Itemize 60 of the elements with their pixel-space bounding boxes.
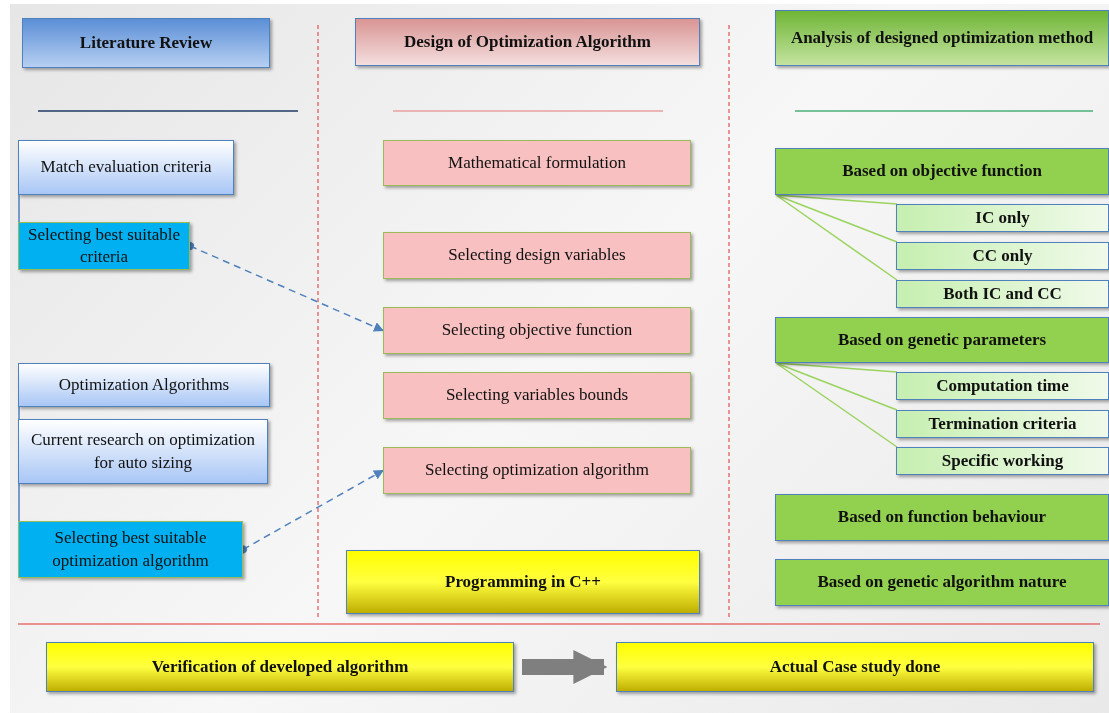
process-box xyxy=(616,642,1094,692)
connector-line xyxy=(18,483,20,522)
process-box xyxy=(46,642,514,692)
process-box xyxy=(383,447,691,494)
process-box xyxy=(18,419,268,484)
process-box xyxy=(18,140,234,195)
box-label: Optimization Algorithms xyxy=(57,373,231,396)
box-label: Based on objective function xyxy=(841,160,1043,183)
box-label: Selecting objective function xyxy=(440,319,634,342)
block-arrow xyxy=(522,650,608,684)
process-box xyxy=(896,447,1109,475)
box-label: CC only xyxy=(971,244,1034,267)
header-box xyxy=(355,18,700,66)
connector-line xyxy=(775,194,898,243)
box-label: Selecting design variables xyxy=(447,244,627,267)
header-box xyxy=(22,18,270,68)
box-label: Based on genetic parameters xyxy=(836,328,1048,351)
box-label: Termination criteria xyxy=(927,412,1078,435)
process-box xyxy=(775,559,1109,606)
box-label: Selecting best suitable optimization algorithm xyxy=(51,527,210,572)
process-box xyxy=(18,363,270,407)
connector-line xyxy=(775,362,898,448)
process-box xyxy=(896,372,1109,400)
box-label: Design of Optimization Algorithm xyxy=(403,30,652,53)
box-label: Verification of developed algorithm xyxy=(150,655,410,678)
box-label: Analysis of designed optimization method xyxy=(789,26,1095,49)
connector-line xyxy=(18,194,20,223)
connector-line xyxy=(18,406,20,420)
box-label: Both IC and CC xyxy=(942,282,1063,305)
header-box xyxy=(775,10,1109,66)
box-label: Actual Case study done xyxy=(768,655,942,678)
process-box xyxy=(896,204,1109,232)
process-box xyxy=(896,242,1109,270)
box-label: IC only xyxy=(974,206,1031,229)
box-label: Selecting best suitable criteria xyxy=(27,223,181,268)
box-label: Selecting optimization algorithm xyxy=(424,459,650,482)
box-label: Programming in C++ xyxy=(444,570,602,593)
process-box xyxy=(775,494,1109,541)
box-label: Based on function behaviour xyxy=(836,506,1048,529)
process-box xyxy=(383,140,691,186)
connector-line xyxy=(775,194,898,281)
process-box xyxy=(18,222,190,270)
process-box xyxy=(775,148,1109,195)
process-box xyxy=(18,521,243,578)
process-box xyxy=(896,410,1109,438)
process-box xyxy=(383,232,691,279)
box-label: Computation time xyxy=(935,374,1070,397)
box-label: Literature Review xyxy=(78,31,214,54)
process-box xyxy=(383,307,691,354)
box-label: Match evaluation criteria xyxy=(39,156,213,179)
process-box xyxy=(896,280,1109,308)
box-label: Based on genetic algorithm nature xyxy=(816,571,1068,594)
box-label: Mathematical formulation xyxy=(447,151,627,174)
box-label: Specific working xyxy=(940,449,1065,472)
connector-line xyxy=(775,362,898,411)
process-box xyxy=(346,550,700,614)
process-box xyxy=(383,372,691,419)
box-label: Current research on optimization for auto sizing xyxy=(29,429,257,474)
box-label: Selecting variables bounds xyxy=(444,384,630,407)
process-box xyxy=(775,317,1109,363)
